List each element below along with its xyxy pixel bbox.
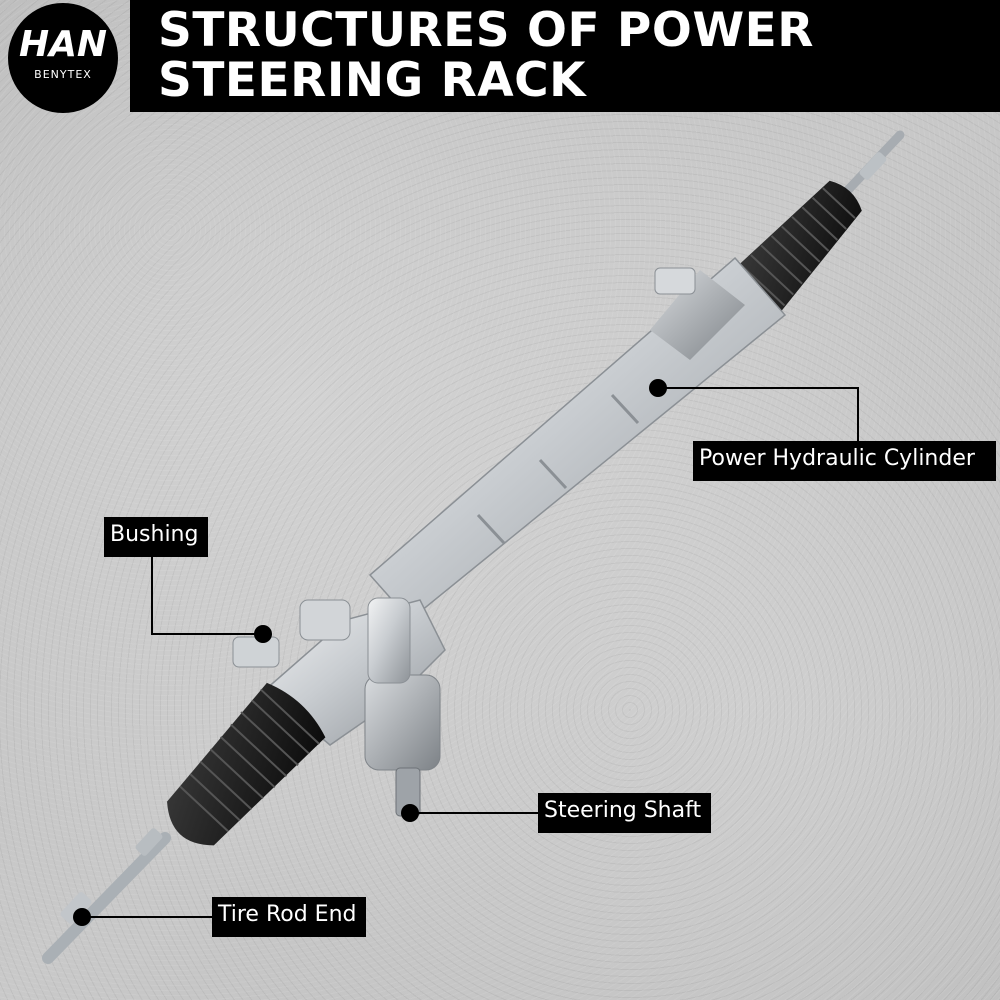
label-bushing: Bushing [104,517,208,557]
logo-wordmark: HAN [18,24,108,65]
callout-tierod-leader [73,908,212,926]
logo-subtitle: BENYTEX [34,68,92,81]
tie-rod-end-bottom [42,828,171,964]
label-steering-shaft: Steering Shaft [538,793,711,833]
callout-shaft-leader [401,804,538,822]
upper-boot [730,180,862,317]
tie-rod-end-top [843,130,905,195]
lower-boot [167,682,326,846]
callout-bushing-leader [151,557,272,643]
rack-housing [232,256,787,817]
callout-cylinder-leader [649,379,859,441]
page-title: STRUCTURES OF POWER STEERING RACK [158,3,814,108]
label-tire-rod-end: Tire Rod End [212,897,366,937]
title-bar [130,0,1000,112]
label-power-hydraulic-cylinder: Power Hydraulic Cylinder [693,441,996,481]
brand-logo: HAN BENYTEX [8,3,118,113]
